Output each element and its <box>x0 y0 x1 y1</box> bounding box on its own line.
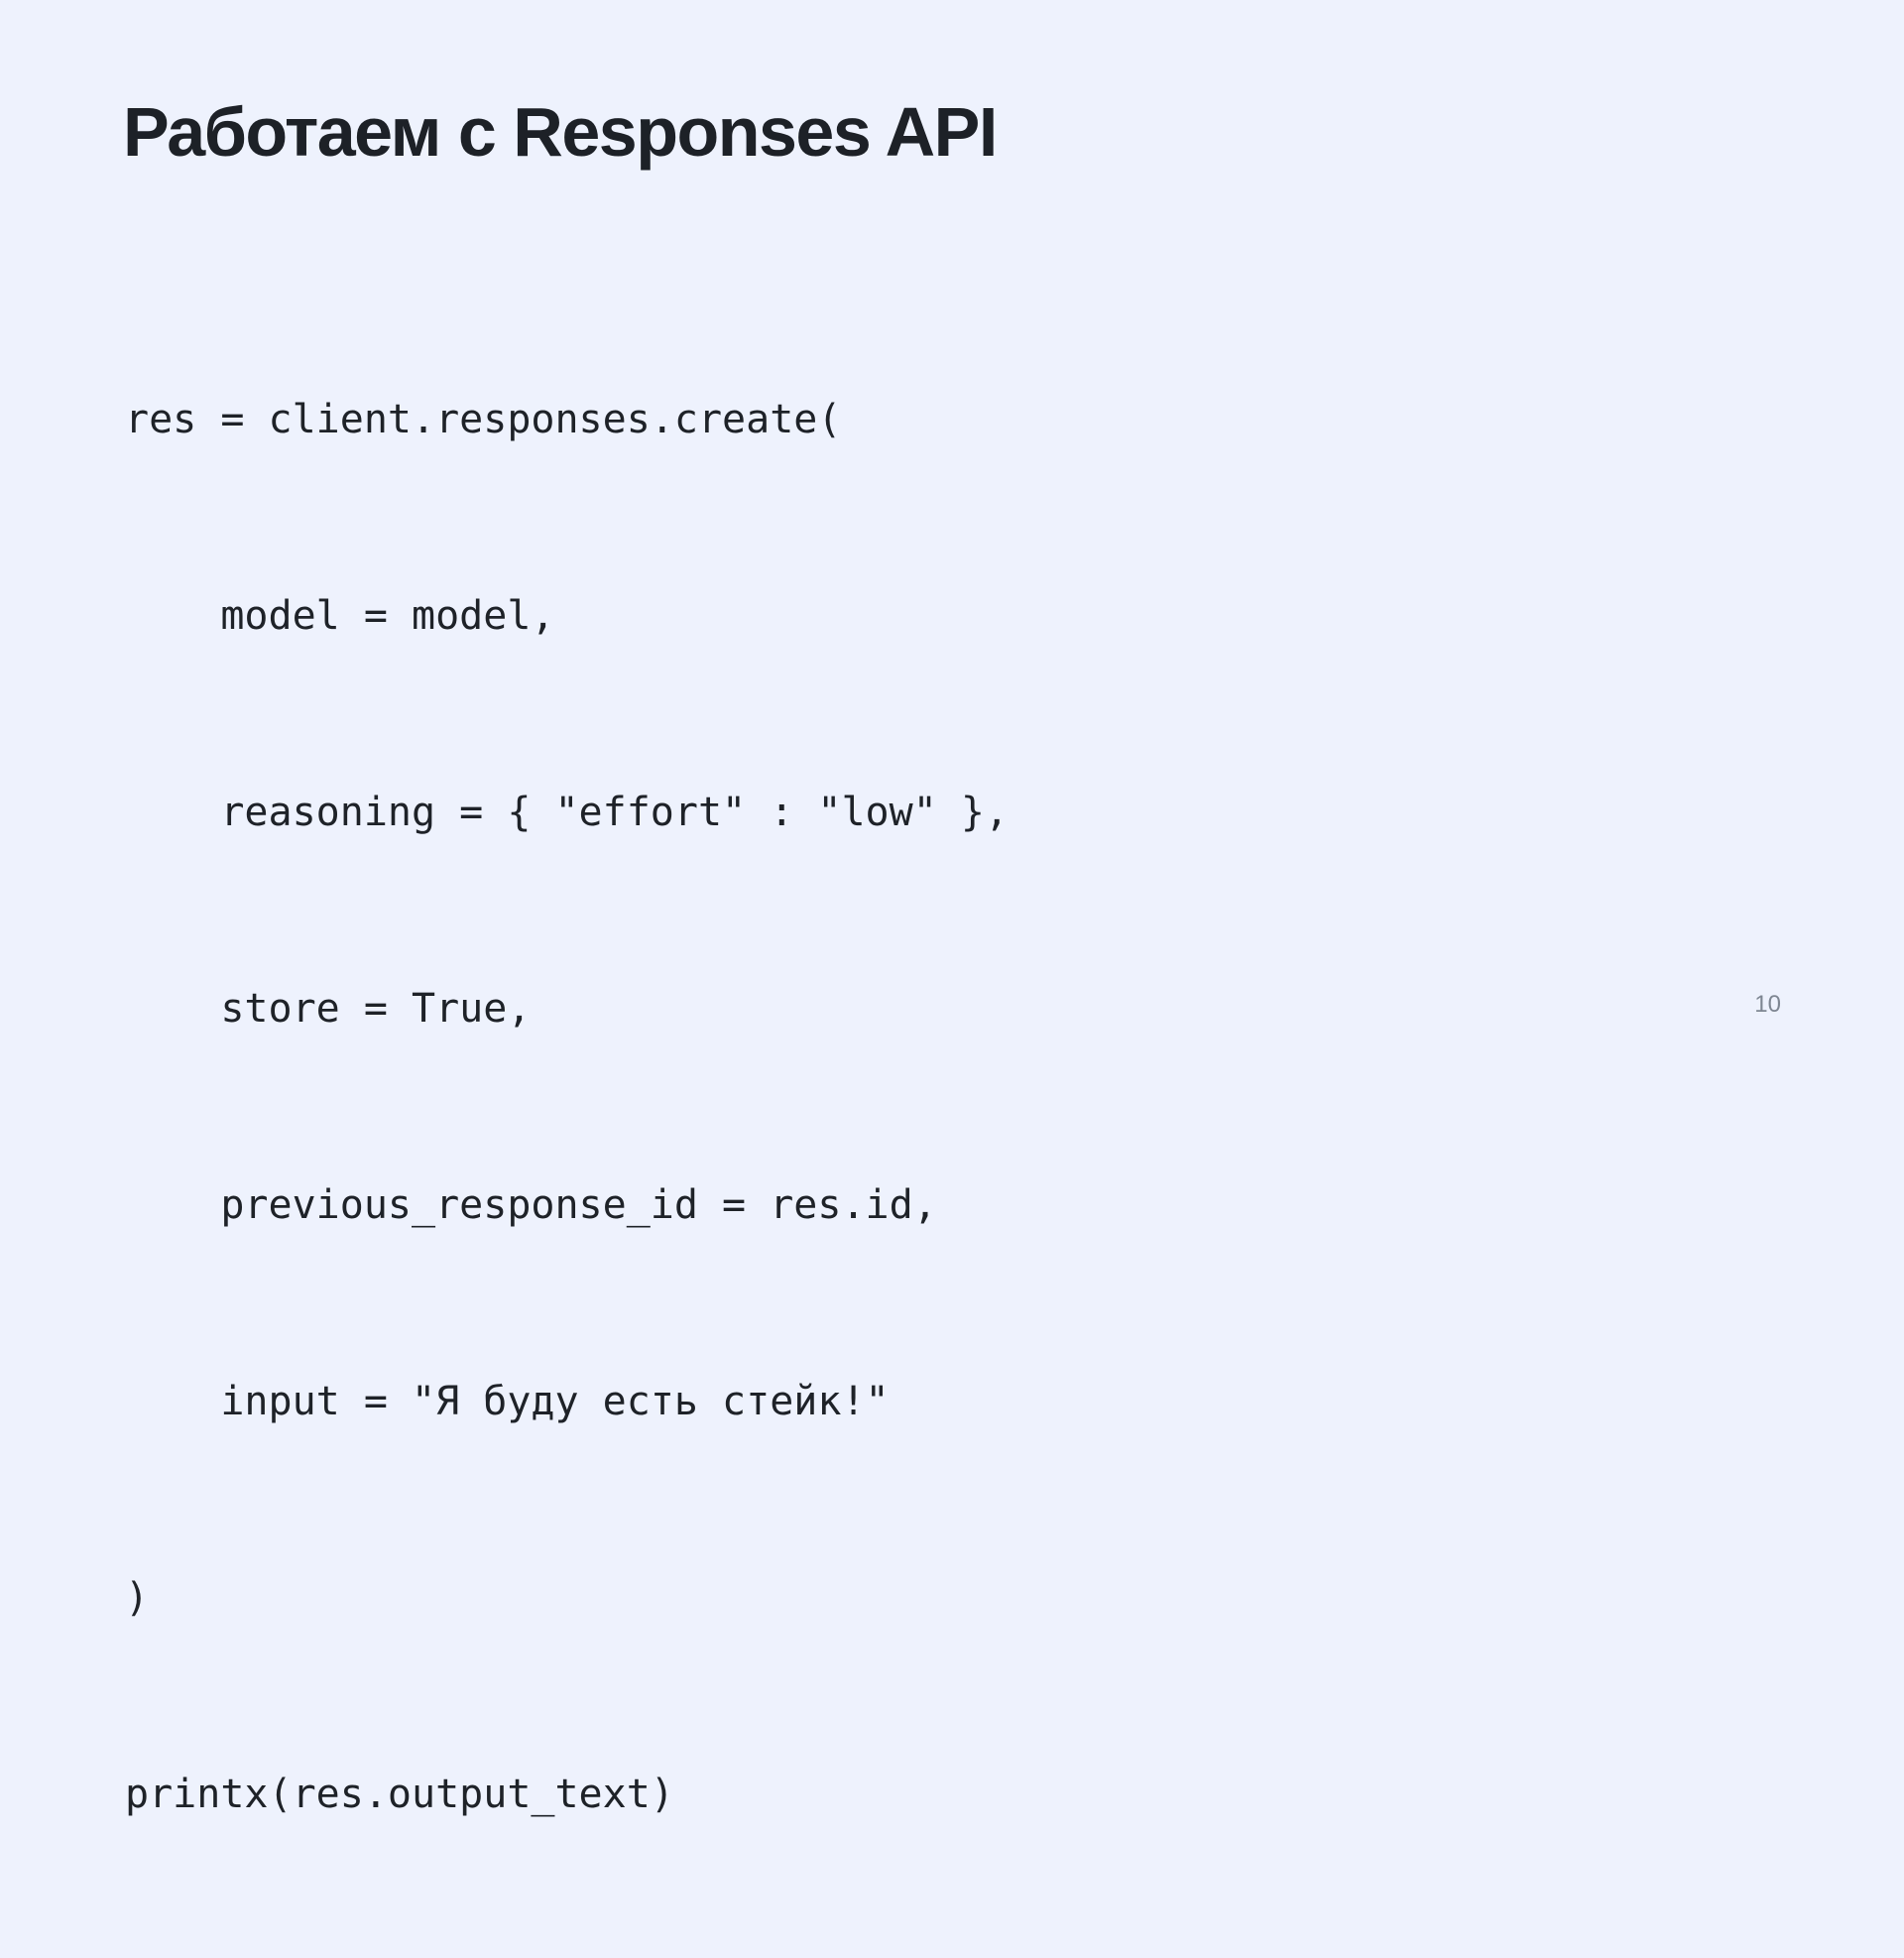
code-line: input = "Я буду есть стейк!" <box>125 1379 890 1424</box>
page-number: 10 <box>1754 991 1781 1018</box>
code-line: reasoning = { "effort" : "low" }, <box>125 790 1010 835</box>
code-line: res = client.responses.create( <box>125 397 842 442</box>
slide-title: Работаем с Responses API <box>123 93 998 171</box>
code-line: ) <box>125 1575 150 1621</box>
code-line: previous_response_id = res.id, <box>125 1182 937 1228</box>
code-line: store = True, <box>125 986 532 1032</box>
slide: Работаем с Responses API res = client.re… <box>123 93 1781 1817</box>
code-line: model = model, <box>125 593 555 639</box>
code-block: res = client.responses.create( model = m… <box>125 256 1009 1958</box>
code-line: printx(res.output_text) <box>125 1772 674 1817</box>
